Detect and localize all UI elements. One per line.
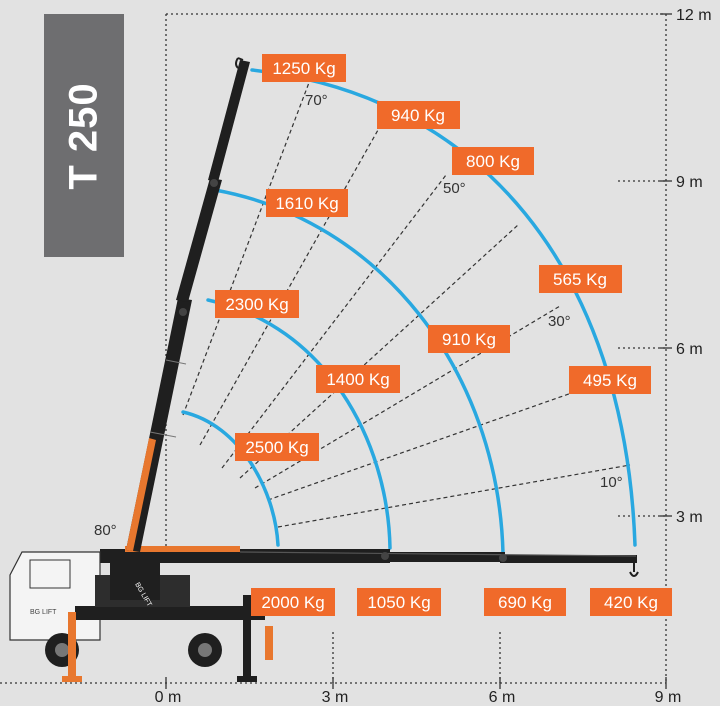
boom-v-accent	[126, 438, 156, 551]
y-tick-12: 12 m	[676, 7, 712, 24]
x-tick-3: 3 m	[322, 689, 349, 706]
load-label-1050: 1050 Kg	[367, 593, 430, 612]
horizontal-boom	[100, 546, 639, 577]
wheel-front-hub	[55, 643, 69, 657]
boom-v-rib-2	[165, 359, 187, 365]
label-box-1250	[262, 54, 346, 82]
truck-cab	[9, 551, 101, 641]
model-name: T 250	[61, 82, 106, 190]
axis-labels: 0 m 3 m 6 m 9 m 3 m 6 m 9 m 12 m	[155, 7, 712, 706]
load-label-1250: 1250 Kg	[272, 59, 335, 78]
guide-20	[267, 389, 581, 501]
label-box-2500	[235, 433, 319, 461]
y-tick-6: 6 m	[676, 341, 703, 358]
label-box-1400	[316, 365, 400, 393]
load-label-420: 420 Kg	[604, 593, 658, 612]
load-label-2000: 2000 Kg	[261, 593, 324, 612]
arc-innermost	[181, 410, 280, 547]
label-box-940	[377, 101, 460, 129]
boom-v-rib-1	[149, 431, 177, 438]
label-box-1610	[266, 189, 348, 217]
angle-labels: 80° 70° 50° 30° 10°	[94, 92, 623, 539]
model-badge	[44, 14, 124, 257]
angle-30: 30°	[548, 313, 571, 330]
angle-70: 70°	[305, 92, 328, 109]
boom-h-highlight	[239, 551, 637, 557]
load-label-565: 565 Kg	[553, 270, 607, 289]
label-box-565	[539, 265, 622, 293]
hook-right	[629, 560, 639, 577]
boom-h-joint-1	[381, 552, 389, 560]
outrigger-left	[68, 612, 76, 680]
guide-10	[277, 464, 631, 528]
outrigger-right-accent	[265, 626, 273, 660]
boom-h-section-2	[385, 552, 505, 562]
load-label-495: 495 Kg	[583, 371, 637, 390]
wheel-rear-hub	[198, 643, 212, 657]
hook-top	[235, 57, 244, 69]
boom-v-joint-1	[179, 308, 187, 316]
arc-outer	[250, 68, 637, 547]
guide-50	[221, 174, 447, 469]
label-box-2300	[215, 290, 299, 318]
frame-ticks	[165, 13, 672, 689]
label-box-910	[428, 325, 510, 353]
x-tick-9: 9 m	[655, 689, 682, 706]
outrigger-right	[243, 595, 251, 680]
truck-logo: BG LIFT	[30, 609, 57, 616]
load-label-690: 690 Kg	[498, 593, 552, 612]
label-box-495	[569, 366, 651, 394]
boom-v-section-3	[208, 60, 250, 182]
label-box-420	[590, 588, 672, 616]
truck-chassis	[75, 606, 265, 620]
load-label-1610: 1610 Kg	[275, 194, 338, 213]
guide-60	[199, 129, 379, 446]
load-label-800: 800 Kg	[466, 152, 520, 171]
label-box-1050	[357, 588, 441, 616]
label-box-690	[484, 588, 566, 616]
outrigger-right-foot	[237, 676, 257, 682]
x-tick-6: 6 m	[489, 689, 516, 706]
boom-v-joint-2	[210, 179, 218, 187]
guide-70	[182, 79, 311, 416]
load-labels: 1250 Kg 940 Kg 800 Kg 565 Kg 495 Kg 1610…	[215, 54, 672, 616]
load-label-2300: 2300 Kg	[225, 295, 288, 314]
boom-h-accent	[125, 546, 240, 552]
y-tick-9: 9 m	[676, 174, 703, 191]
crane-base	[110, 560, 160, 600]
angle-80: 80°	[94, 522, 117, 539]
boom-v-section-2	[176, 178, 222, 302]
chart-frame	[0, 13, 667, 684]
label-box-2000	[251, 588, 335, 616]
truck: BG LIFT BG LIFT	[9, 551, 273, 682]
y-tick-3: 3 m	[676, 509, 703, 526]
load-label-2500: 2500 Kg	[245, 438, 308, 457]
outrigger-left-foot	[62, 676, 82, 682]
boom-h-joint-2	[499, 554, 507, 562]
label-box-800	[452, 147, 534, 175]
x-tick-0: 0 m	[155, 689, 182, 706]
load-label-910: 910 Kg	[442, 330, 496, 349]
truck-window	[29, 559, 71, 589]
raised-boom	[126, 57, 250, 552]
load-label-940: 940 Kg	[391, 106, 445, 125]
angle-10: 10°	[600, 474, 623, 491]
load-label-1400: 1400 Kg	[326, 370, 389, 389]
angle-50: 50°	[443, 180, 466, 197]
boom-h-section-3	[500, 555, 637, 563]
